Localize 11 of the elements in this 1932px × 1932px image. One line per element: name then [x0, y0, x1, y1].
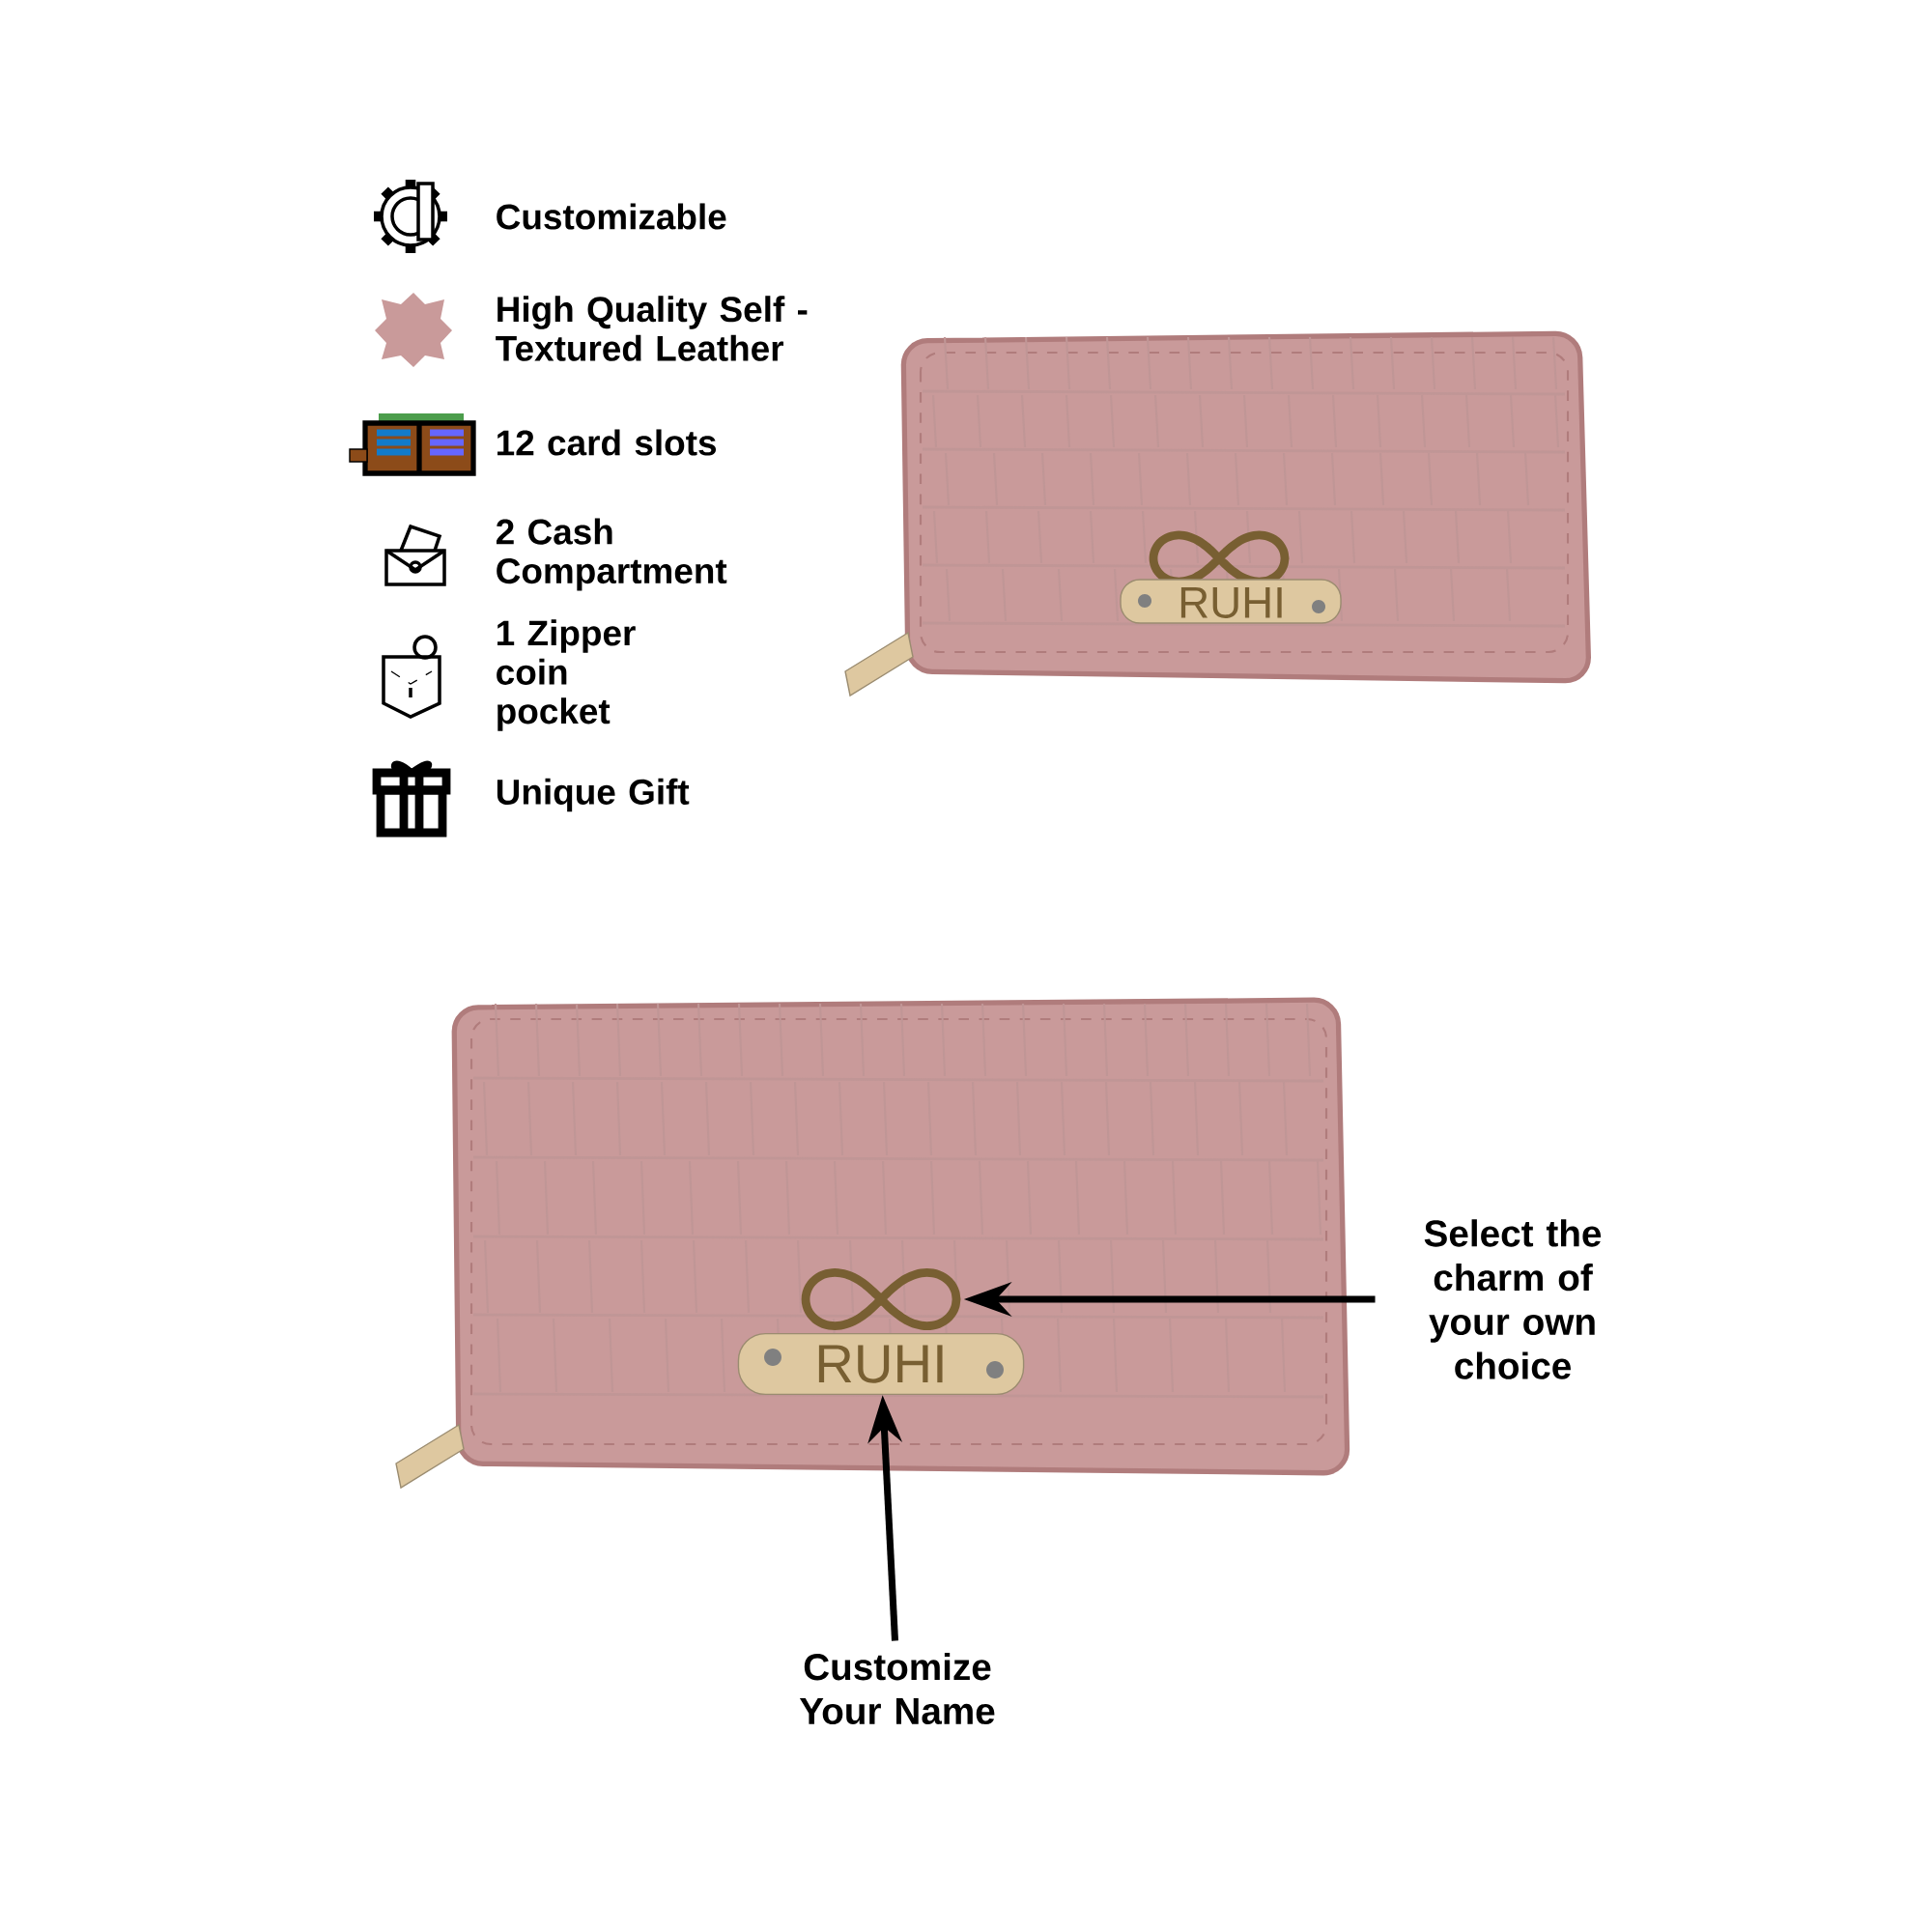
- annotation-text: Select the charm of your own choice: [1424, 1219, 1602, 1379]
- nameplate: RUHI: [737, 1332, 1025, 1396]
- feature-text: Unique Gift: [497, 778, 690, 812]
- feature-text: 12 card slots: [497, 429, 717, 456]
- feature-text: Customizable: [497, 203, 726, 230]
- charm-drawing: [801, 1268, 961, 1330]
- feature-text: High Quality Self - Textured Leather: [496, 296, 808, 361]
- feature-text: 1 Zipper coin pocket: [497, 619, 636, 731]
- name-text: RUHI: [1180, 587, 1282, 618]
- feature-text: 2 Cash Compartment: [497, 518, 727, 591]
- annotation-text: Customize Your Name: [799, 1652, 995, 1725]
